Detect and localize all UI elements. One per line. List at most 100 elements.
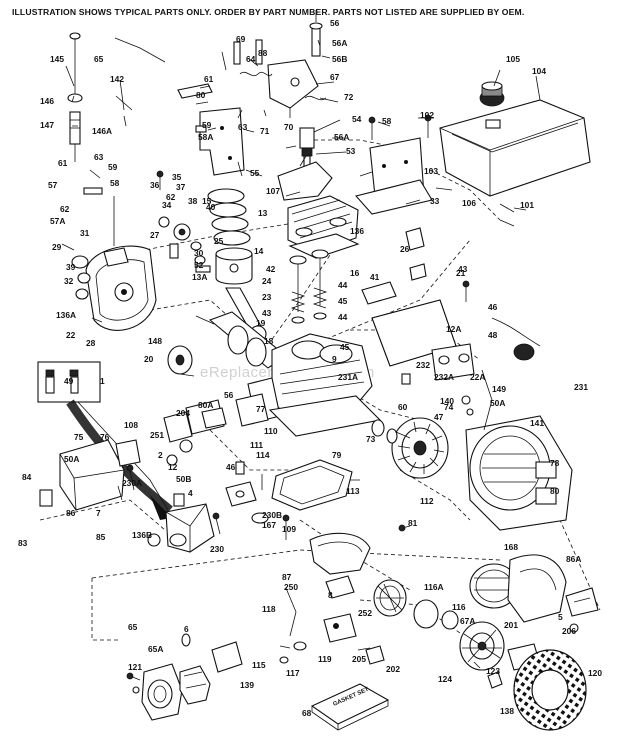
callout-number: 45 (340, 342, 350, 352)
callout-number: 67 (330, 72, 340, 82)
callout-number: 109 (282, 524, 296, 534)
callout-number: 74 (444, 402, 454, 412)
callout-number: 27 (150, 230, 160, 240)
callout-number: 18 (264, 336, 274, 346)
starter-cup (373, 563, 519, 630)
callout-number: 71 (260, 126, 270, 136)
speed-control (279, 587, 357, 664)
callout-number: 25 (214, 236, 224, 246)
callout-number: 45 (338, 296, 348, 306)
throttle-control (233, 22, 327, 109)
callout-number: 13 (258, 208, 268, 218)
callout-number: 230B (262, 510, 282, 520)
callout-number: 113 (346, 486, 360, 496)
tank-bracket (354, 137, 433, 215)
callout-number: 120 (588, 668, 602, 678)
callout-number: 8 (328, 590, 333, 600)
callout-number: 168 (504, 542, 518, 552)
callout-number: 62 (166, 192, 176, 202)
callout-number: 16 (350, 268, 360, 278)
callout-number: 106 (462, 198, 476, 208)
base-plate (271, 459, 353, 511)
callout-number: 20 (144, 354, 154, 364)
callout-number: 118 (262, 604, 276, 614)
flywheel (371, 417, 449, 479)
callout-number: 34 (162, 200, 172, 210)
callout-number: 81 (408, 518, 418, 528)
callout-number: 30 (194, 248, 204, 258)
callout-number: 80A (198, 400, 213, 410)
callout-number: 232 (416, 360, 430, 370)
callout-number: 114 (256, 450, 270, 460)
callout-number: 72 (344, 92, 354, 102)
callout-number: 202 (386, 664, 400, 674)
callout-number: 231A (338, 372, 358, 382)
callout-number: 63 (94, 152, 104, 162)
callout-number: 9 (332, 354, 337, 364)
callout-number: 204 (176, 408, 190, 418)
callout-number: 13A (192, 272, 207, 282)
callout-number: 5 (558, 612, 563, 622)
callout-number: 56B (332, 54, 347, 64)
governor-parts (83, 187, 206, 265)
callout-number: 50A (64, 454, 79, 464)
blower-housing (465, 415, 573, 531)
callout-number: 43 (262, 308, 272, 318)
callout-number: 7 (96, 508, 101, 518)
callout-number: 55 (250, 168, 260, 178)
callout-number: 58 (382, 116, 392, 126)
callout-number: 57A (50, 216, 65, 226)
callout-number: 12A (446, 324, 461, 334)
callout-number: 84 (22, 472, 32, 482)
callout-number: 87 (282, 572, 292, 582)
callout-number: 2 (158, 450, 163, 460)
mounting-parts (225, 461, 269, 524)
callout-number: 59 (202, 120, 212, 130)
valve-train (289, 249, 329, 324)
governor-rod (114, 37, 166, 63)
callout-number: 58 (110, 178, 120, 188)
callout-number: 44 (338, 280, 348, 290)
callout-number: 14 (254, 246, 264, 256)
callout-number: 124 (438, 674, 452, 684)
callout-number: 48 (488, 330, 498, 340)
callout-number: 145 (50, 54, 64, 64)
callout-number: 140 (440, 396, 454, 406)
callout-number: 136A (56, 310, 76, 320)
callout-number: 46 (488, 302, 498, 312)
callout-number: 85 (96, 532, 106, 542)
piston-and-rod (169, 243, 267, 343)
intake-parts (163, 393, 269, 466)
callout-number: 43 (458, 264, 468, 274)
callout-number: 67A (460, 616, 475, 626)
callout-number: 61 (204, 74, 214, 84)
callout-number: 29 (52, 242, 62, 252)
callout-number: 22A (470, 372, 485, 382)
callout-number: 230 (210, 544, 224, 554)
callout-number: 103 (424, 166, 438, 176)
muffler-assembly (132, 633, 243, 721)
callout-number: 231 (574, 382, 588, 392)
callout-number: 58A (198, 132, 213, 142)
callout-number: 56A (332, 38, 347, 48)
fasteners (61, 114, 515, 681)
callout-number: 112 (420, 496, 434, 506)
decal-parts (365, 263, 503, 689)
callout-number: 63 (238, 122, 248, 132)
callout-number: 78 (550, 458, 560, 468)
callout-number: 206 (562, 626, 576, 636)
callout-number: 24 (262, 276, 272, 286)
callout-number: 40 (206, 202, 216, 212)
callout-number: 136 (350, 226, 364, 236)
callout-number: 49 (64, 376, 74, 386)
callout-number: 65A (148, 644, 163, 654)
callout-number: 44 (338, 312, 348, 322)
callout-number: 56 (224, 390, 234, 400)
callout-number: 105 (506, 54, 520, 64)
callout-number: 53 (346, 146, 356, 156)
callout-number: 76 (100, 432, 110, 442)
callout-number: 28 (86, 338, 96, 348)
carburetor (147, 493, 215, 553)
muffler-shield (361, 227, 457, 367)
starter-handle (565, 587, 599, 633)
